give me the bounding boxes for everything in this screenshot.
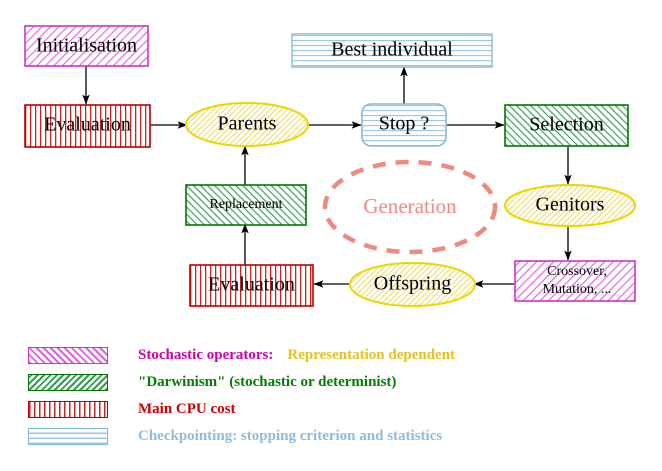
generation-dashed-ellipse: [322, 159, 498, 255]
parents-ellipse[interactable]: [185, 102, 309, 147]
legend-label-checkpoint-primary: Checkpointing: stopping criterion and st…: [138, 427, 443, 444]
legend-swatch-cpu: [28, 400, 108, 418]
replacement-box[interactable]: [185, 184, 307, 226]
crossover-label-line1: Crossover,: [547, 264, 607, 279]
crossover-box[interactable]: [514, 260, 636, 302]
genitors-label: Genitors: [536, 194, 605, 216]
legend-swatch-checkpoint: [28, 427, 108, 445]
legend-text-cpu: Main CPU cost: [138, 401, 236, 418]
legend-text-darwinism: "Darwinism" (stochastic or determinist): [138, 374, 396, 391]
parents-label: Parents: [218, 113, 277, 135]
edges-group: [82, 66, 572, 288]
stop-box[interactable]: [361, 103, 447, 147]
best-individual-label: Best individual: [331, 39, 453, 61]
stop-label: Stop ?: [379, 113, 430, 135]
node-crossover-mutation[interactable]: Crossover, Mutation, ...: [514, 260, 636, 302]
node-offspring[interactable]: Offspring: [349, 262, 476, 307]
node-initialisation[interactable]: Initialisation: [24, 25, 149, 67]
legend-row-cpu: Main CPU cost: [28, 398, 236, 420]
selection-box[interactable]: [504, 104, 629, 147]
offspring-ellipse[interactable]: [349, 262, 476, 307]
legend-text-checkpoint: Checkpointing: stopping criterion and st…: [138, 428, 442, 445]
legend-swatch-stochastic: [28, 346, 108, 364]
evaluation-top-box[interactable]: [24, 104, 151, 148]
node-evaluation-top[interactable]: Evaluation: [24, 104, 151, 148]
evaluation-top-label: Evaluation: [44, 114, 131, 136]
evaluation-bottom-box[interactable]: [189, 264, 314, 307]
node-evaluation-bottom[interactable]: Evaluation: [189, 264, 314, 307]
legend-text-stochastic: Stochastic operators: Representation depe…: [138, 347, 455, 364]
legend-label-stochastic-primary: Stochastic operators:: [138, 346, 274, 363]
legend-row-stochastic: Stochastic operators: Representation depe…: [28, 344, 455, 366]
selection-label: Selection: [529, 114, 603, 136]
node-best-individual[interactable]: Best individual: [291, 33, 493, 68]
replacement-label: Replacement: [209, 197, 282, 212]
legend: Stochastic operators: Representation depe…: [0, 338, 662, 458]
legend-label-stochastic-secondary: Representation dependent: [287, 346, 456, 363]
node-genitors[interactable]: Genitors: [504, 184, 636, 227]
node-selection[interactable]: Selection: [504, 104, 629, 147]
initialisation-box[interactable]: [24, 25, 149, 67]
initialisation-label: Initialisation: [36, 35, 137, 57]
best-individual-box[interactable]: [291, 33, 493, 68]
node-generation: Generation: [322, 159, 498, 255]
node-replacement[interactable]: Replacement: [185, 184, 307, 226]
legend-row-checkpoint: Checkpointing: stopping criterion and st…: [28, 425, 442, 447]
legend-label-darwinism-primary: "Darwinism" (stochastic or determinist): [138, 373, 397, 390]
offspring-label: Offspring: [374, 273, 451, 295]
node-stop[interactable]: Stop ?: [361, 103, 447, 147]
evaluation-bottom-label: Evaluation: [208, 274, 295, 296]
genitors-ellipse[interactable]: [504, 184, 636, 227]
node-parents[interactable]: Parents: [185, 102, 309, 147]
legend-row-darwinism: "Darwinism" (stochastic or determinist): [28, 371, 396, 393]
legend-swatch-darwinism: [28, 373, 108, 391]
legend-label-cpu-primary: Main CPU cost: [138, 400, 236, 417]
generation-label: Generation: [363, 194, 457, 218]
crossover-label-line2: Mutation, ...: [543, 282, 612, 297]
